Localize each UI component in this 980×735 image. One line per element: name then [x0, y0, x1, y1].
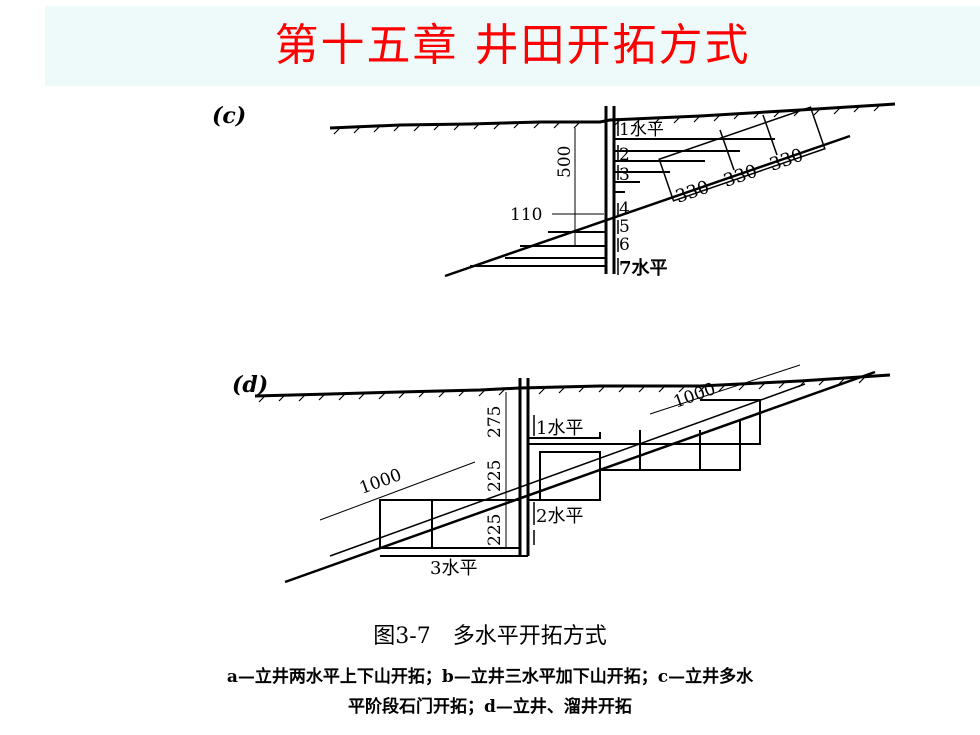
level-drifts-d: [379, 399, 761, 557]
panel-d-label: (d): [232, 372, 268, 398]
level-d-1: 1水平: [536, 418, 583, 439]
ground-surface-d: [254, 373, 891, 398]
dim-1000-right: [649, 364, 801, 415]
level-drifts-c: [470, 138, 775, 267]
slide-title: 第十五章 井田开拓方式: [274, 20, 751, 71]
ground-hatch-c: [333, 104, 881, 135]
level-c-7: 7水平: [619, 257, 668, 279]
level-c-3: 3: [619, 165, 630, 185]
panel-c-label: (c): [212, 103, 246, 129]
coal-seam-c: [444, 134, 851, 278]
dim-500-label: 500: [555, 146, 575, 178]
dim-1000-left: [319, 461, 476, 521]
dim-box-divider-2: [762, 114, 778, 156]
panel-d: [254, 364, 891, 584]
level-c-6: 6: [619, 235, 630, 255]
figure-caption-line1: a—立井两水平上下山开拓；b—立井三水平加下山开拓；c—立井多水: [226, 667, 754, 687]
dim-box-c: [658, 106, 826, 202]
dim-1000-left-label: 1000: [357, 465, 404, 499]
level-c-5: 5: [619, 217, 630, 237]
figure-caption-title: 图3-7 多水平开拓方式: [373, 624, 607, 649]
dim-330-2: 330: [721, 161, 760, 192]
dim-1000-right-label: 1000: [671, 379, 718, 413]
level-c-1: 1水平: [619, 120, 664, 140]
dim-330-3: 330: [767, 145, 806, 176]
ground-hatch-d: [258, 376, 866, 403]
coal-seam-d-parallel: [329, 383, 806, 557]
figure-caption-line2: 平阶段石门开拓；d—立井、溜井开拓: [348, 697, 632, 717]
dim-box-divider-1: [719, 129, 735, 171]
dim-275-label: 275: [485, 406, 505, 438]
level-c-4: 4: [619, 199, 630, 219]
panel-c: [329, 102, 896, 278]
ground-surface-c: [329, 102, 896, 130]
dim-225-lower: 225: [485, 514, 505, 546]
level-d-2: 2水平: [536, 506, 583, 527]
level-d-3: 3水平: [430, 558, 477, 579]
title-bar: 第十五章 井田开拓方式: [45, 6, 980, 86]
dim-225-upper: 225: [485, 460, 505, 492]
dim-110-label: 110: [510, 205, 542, 225]
level-c-2: 2: [619, 145, 630, 165]
dim-330-1: 330: [673, 177, 712, 208]
